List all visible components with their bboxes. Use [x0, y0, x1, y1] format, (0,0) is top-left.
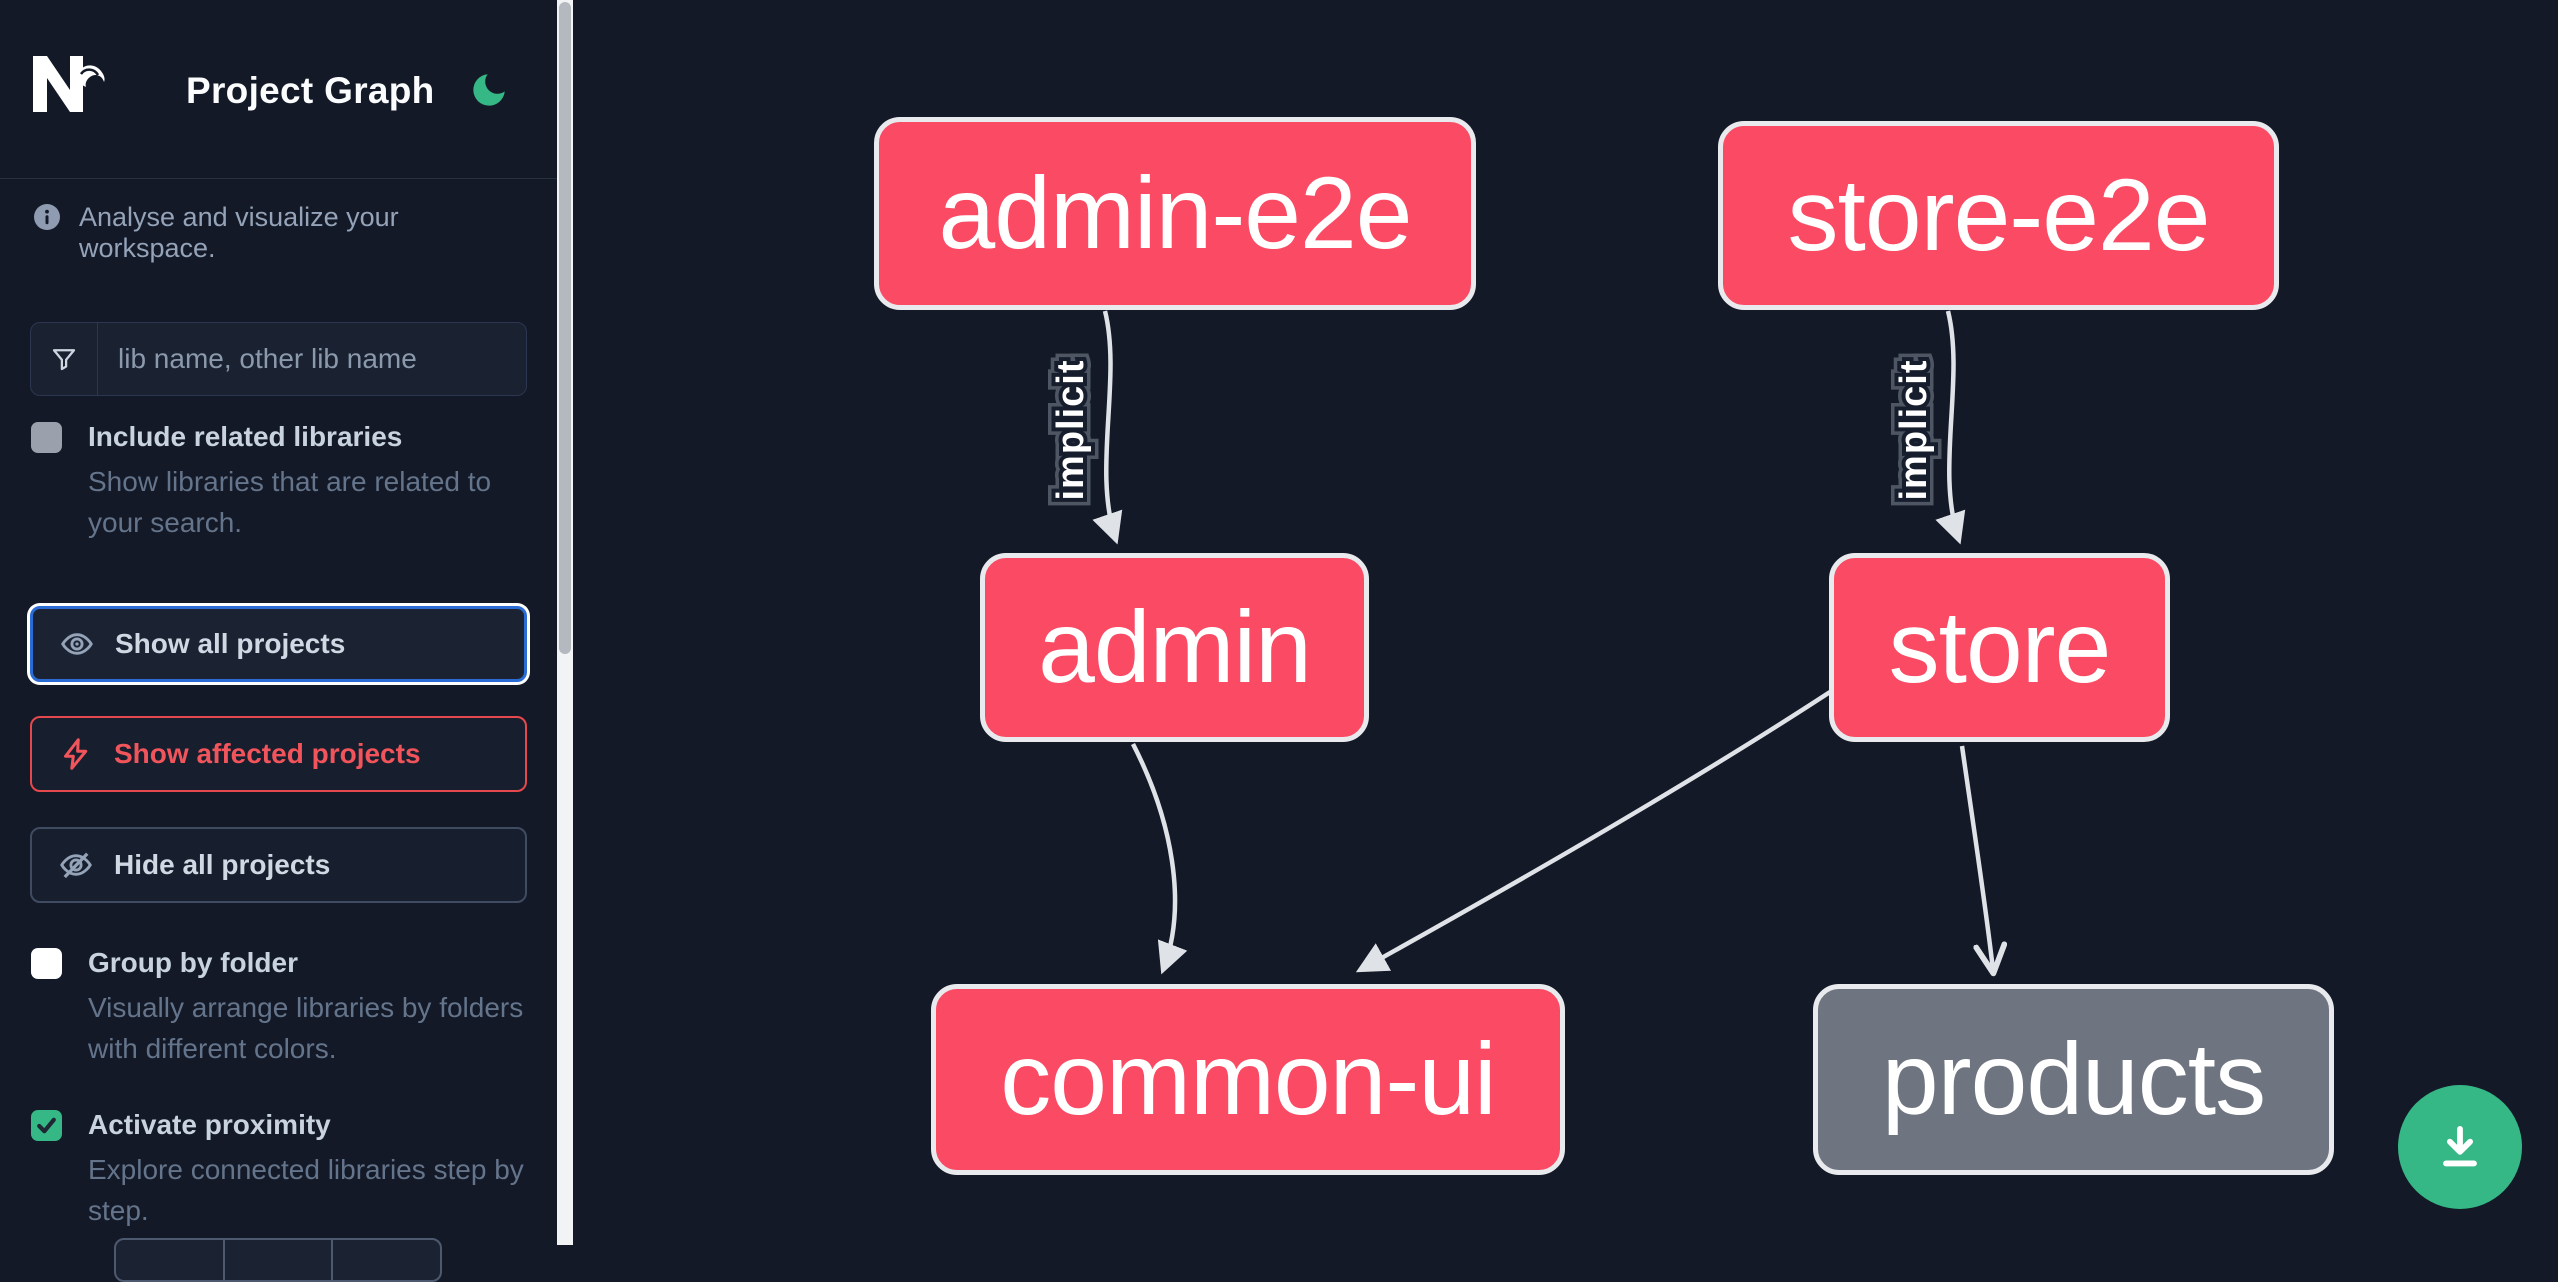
tagline-text: Analyse and visualize your workspace. [79, 202, 399, 263]
hide-all-projects-button[interactable]: Hide all projects [30, 827, 527, 903]
option-description: Show libraries that are related to your … [88, 466, 492, 538]
option-description: Visually arrange libraries by folders wi… [88, 992, 524, 1064]
graph-node-products[interactable]: products [1813, 984, 2334, 1175]
header-divider [0, 178, 557, 179]
graph-node-store-e2e[interactable]: store-e2e [1718, 121, 2279, 310]
button-label: Show affected projects [114, 738, 421, 769]
nx-logo [28, 52, 120, 121]
button-label: Hide all projects [114, 849, 331, 880]
stepper-value [225, 1240, 334, 1280]
graph-node-store[interactable]: store [1829, 553, 2170, 742]
download-icon [2443, 1125, 2477, 1167]
funnel-icon [31, 323, 98, 395]
option-include-related-libraries[interactable]: Include related libraries Show libraries… [31, 420, 511, 543]
dark-mode-toggle moon-icon[interactable] [466, 68, 512, 114]
checkbox-group-by-folder[interactable] [31, 948, 62, 979]
sidebar: Project Graph Analyse and visualize your… [0, 0, 557, 1282]
checkbox-include-related[interactable] [31, 422, 62, 453]
project-filter [30, 322, 527, 396]
workspace-tagline: Analyse and visualize your workspace. [33, 202, 538, 264]
show-all-projects-button[interactable]: Show all projects [30, 606, 527, 682]
graph-node-admin-e2e[interactable]: admin-e2e [874, 117, 1476, 310]
eye-icon [61, 633, 93, 655]
stepper-decrement[interactable] [116, 1240, 225, 1280]
save-image-button[interactable] [2398, 1085, 2522, 1209]
graph-node-common-ui[interactable]: common-ui [931, 984, 1565, 1175]
option-group-by-folder[interactable]: Group by folder Visually arrange librari… [31, 946, 523, 1069]
graph-node-admin[interactable]: admin [980, 553, 1369, 742]
option-description: Explore connected libraries step by step… [88, 1154, 524, 1226]
checkbox-activate-proximity[interactable] [31, 1110, 62, 1141]
sidebar-scrollbar-thumb[interactable] [559, 2, 571, 654]
stepper-increment[interactable] [333, 1240, 440, 1280]
option-label: Group by folder [88, 947, 298, 978]
info-icon [34, 204, 60, 230]
option-label: Include related libraries [88, 421, 403, 452]
option-activate-proximity[interactable]: Activate proximity Explore connected lib… [31, 1108, 524, 1231]
check-icon [37, 1117, 56, 1134]
show-affected-projects-button[interactable]: Show affected projects [30, 716, 527, 792]
page-title: Project Graph [186, 70, 435, 111]
bolt-icon [64, 738, 88, 770]
option-label: Activate proximity [88, 1109, 331, 1140]
button-label: Show all projects [115, 628, 346, 659]
eye-off-icon [60, 852, 92, 879]
search-input[interactable] [98, 323, 526, 395]
